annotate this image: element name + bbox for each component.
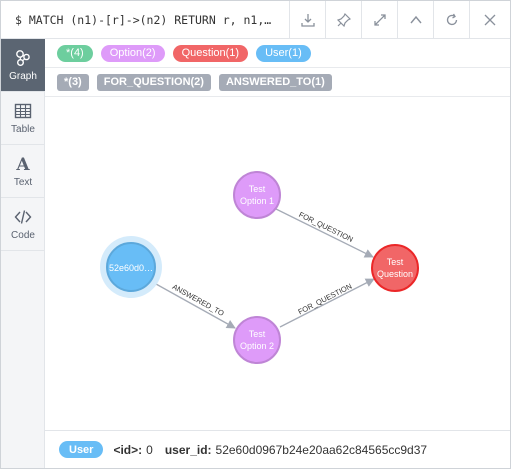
id-value: 0 (146, 442, 153, 457)
node-caption-line1: Test (387, 257, 404, 267)
close-icon (484, 14, 496, 26)
node-option-1[interactable]: Test Option 1 (233, 171, 281, 219)
expand-icon (373, 14, 386, 26)
rerun-icon (446, 13, 457, 26)
label-pill-user[interactable]: User(1) (256, 44, 311, 62)
user-id-value: 52e60d0967b24e20aa62c84565cc9d37 (215, 442, 428, 457)
svg-text:A: A (15, 155, 30, 173)
node-question[interactable]: Test Question (371, 244, 419, 292)
sidebar-item-label: Code (11, 229, 35, 241)
node-option-2[interactable]: Test Option 2 (233, 316, 281, 364)
close-button[interactable] (469, 1, 510, 39)
pin-icon (336, 13, 351, 27)
edge-for-question-2[interactable]: FOR_QUESTION (279, 278, 375, 328)
graph-icon (16, 49, 30, 66)
collapse-icon (409, 15, 422, 24)
node-caption-line1: Test (249, 184, 266, 194)
edge-for-question-1[interactable]: FOR_QUESTION (275, 208, 374, 258)
download-button[interactable] (289, 1, 325, 39)
collapse-button[interactable] (397, 1, 433, 39)
rerun-button[interactable] (433, 1, 469, 39)
rel-tag-answered-to[interactable]: ANSWERED_TO(1) (218, 73, 332, 91)
graph-svg[interactable]: ANSWERED_TO FOR_QUESTION FOR_QUESTION 52… (45, 97, 510, 430)
node-caption-line1: Test (249, 329, 266, 339)
sidebar-item-graph[interactable]: Graph (1, 39, 45, 92)
rel-tag-for-question[interactable]: FOR_QUESTION(2) (96, 73, 211, 91)
node-user[interactable]: 52e60d0… (100, 236, 162, 298)
text-icon: A (15, 155, 30, 173)
frame-header: $ MATCH (n1)-[r]->(n2) RETURN r, n1,… (1, 1, 510, 39)
pin-button[interactable] (325, 1, 361, 39)
edge-label: FOR_QUESTION (297, 210, 354, 244)
label-pill-option[interactable]: Option(2) (100, 44, 165, 62)
label-pill-all[interactable]: *(4) (57, 44, 93, 62)
code-icon (14, 209, 32, 224)
inspector-bar: User <id>: 0 user_id: 52e60d0967b24e20aa… (45, 430, 510, 468)
relationship-types-legend: *(3) FOR_QUESTION(2) ANSWERED_TO(1) (45, 68, 510, 97)
selected-label-pill[interactable]: User (59, 441, 104, 458)
sidebar-item-label: Table (11, 123, 35, 135)
node-labels-legend: *(4) Option(2) Question(1) User(1) (45, 39, 510, 68)
label-pill-question[interactable]: Question(1) (172, 44, 249, 62)
node-caption-line2: Option 2 (240, 341, 274, 351)
expand-button[interactable] (361, 1, 397, 39)
view-sidebar: Graph Table A Text Code (1, 39, 45, 468)
graph-canvas[interactable]: ANSWERED_TO FOR_QUESTION FOR_QUESTION 52… (45, 97, 510, 430)
id-key: <id>: (113, 442, 143, 457)
edge-label: ANSWERED_TO (171, 282, 226, 318)
node-caption-line2: Option 1 (240, 196, 274, 206)
rel-tag-all[interactable]: *(3) (57, 73, 89, 91)
sidebar-item-label: Graph (9, 70, 37, 82)
sidebar-item-text[interactable]: A Text (1, 145, 45, 198)
sidebar-item-label: Text (13, 176, 33, 188)
table-icon (14, 103, 32, 118)
query-text[interactable]: $ MATCH (n1)-[r]->(n2) RETURN r, n1,… (15, 13, 272, 27)
user-id-key: user_id: (164, 442, 212, 457)
edge-label: FOR_QUESTION (297, 282, 354, 317)
download-icon (300, 14, 315, 27)
node-caption-line2: Question (377, 269, 413, 279)
sidebar-item-code[interactable]: Code (1, 198, 45, 251)
node-caption: 52e60d0… (109, 263, 153, 273)
edge-answered-to[interactable]: ANSWERED_TO (155, 282, 236, 329)
sidebar-item-table[interactable]: Table (1, 92, 45, 145)
